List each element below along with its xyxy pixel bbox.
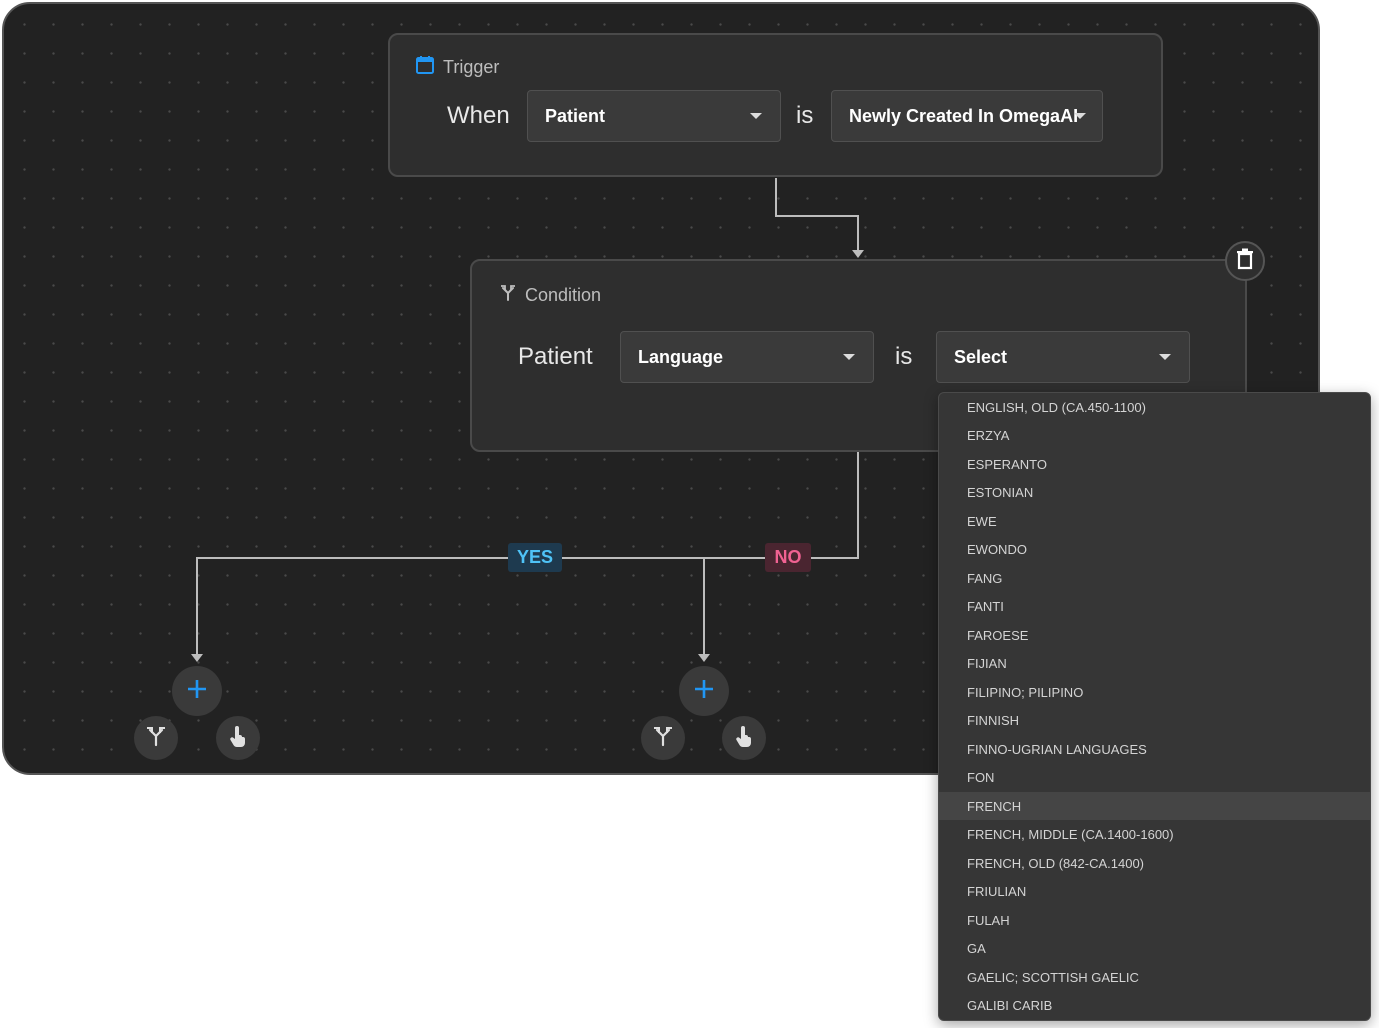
dropdown-option[interactable]: FILIPINO; PILIPINO bbox=[967, 684, 1084, 700]
condition-is-label: is bbox=[895, 343, 913, 370]
dropdown-option[interactable]: GALIBI CARIB bbox=[967, 998, 1053, 1013]
chevron-down-icon bbox=[750, 113, 762, 119]
chevron-down-icon bbox=[1074, 113, 1086, 119]
dropdown-option[interactable]: GAELIC; SCOTTISH GAELIC bbox=[967, 969, 1139, 985]
trigger-card: Trigger When Patient is Newly Created In… bbox=[388, 33, 1163, 177]
trigger-is-label: is bbox=[796, 102, 814, 129]
condition-field-value: Language bbox=[638, 346, 724, 367]
yes-add-step-button[interactable] bbox=[172, 666, 222, 716]
no-add-condition-button[interactable] bbox=[641, 716, 685, 760]
dropdown-option[interactable]: FRENCH, MIDDLE (CA.1400-1600) bbox=[967, 827, 1174, 842]
hand-pointer-icon bbox=[227, 724, 249, 753]
condition-field-select[interactable]: Language bbox=[620, 331, 874, 383]
delete-condition-button[interactable] bbox=[1225, 241, 1265, 281]
dropdown-option[interactable]: GA bbox=[967, 941, 986, 956]
trigger-entity-select[interactable]: Patient bbox=[527, 90, 781, 142]
dropdown-option[interactable]: FIJIAN bbox=[967, 656, 1007, 671]
trash-icon bbox=[1235, 248, 1255, 275]
dropdown-option[interactable]: FULAH bbox=[967, 912, 1010, 928]
dropdown-option[interactable]: ERZYA bbox=[967, 428, 1010, 443]
dropdown-option[interactable]: FRENCH bbox=[939, 792, 1370, 820]
branch-icon bbox=[652, 725, 674, 752]
plus-icon bbox=[186, 678, 208, 705]
dropdown-option[interactable]: FRENCH, OLD (842-CA.1400) bbox=[967, 855, 1144, 871]
dropdown-option[interactable]: ESTONIAN bbox=[967, 485, 1034, 500]
branch-icon bbox=[499, 284, 517, 307]
branch-icon bbox=[145, 725, 167, 752]
trigger-title: Trigger bbox=[443, 57, 500, 77]
condition-subject-label: Patient bbox=[518, 343, 593, 370]
dropdown-option[interactable]: FON bbox=[967, 770, 995, 785]
trigger-event-value: Newly Created In OmegaAI bbox=[849, 105, 1079, 126]
dropdown-option[interactable]: FAROESE bbox=[967, 627, 1029, 643]
dropdown-option[interactable]: FINNISH bbox=[967, 713, 1019, 728]
condition-header: Condition bbox=[499, 284, 601, 307]
dropdown-option[interactable]: EWONDO bbox=[967, 542, 1027, 557]
hand-pointer-icon bbox=[733, 724, 755, 753]
chevron-down-icon bbox=[1159, 354, 1171, 360]
yes-add-condition-button[interactable] bbox=[134, 716, 178, 760]
no-add-step-button[interactable] bbox=[679, 666, 729, 716]
dropdown-option[interactable]: FINNO-UGRIAN LANGUAGES bbox=[967, 741, 1147, 757]
condition-value-select[interactable]: Select bbox=[936, 331, 1190, 383]
dropdown-option[interactable]: ESPERANTO bbox=[967, 456, 1047, 472]
calendar-icon bbox=[415, 55, 435, 80]
no-add-action-button[interactable] bbox=[722, 716, 766, 760]
condition-title: Condition bbox=[525, 285, 602, 305]
trigger-entity-value: Patient bbox=[545, 105, 606, 126]
condition-value-placeholder: Select bbox=[954, 346, 1008, 367]
when-label: When bbox=[447, 102, 510, 129]
dropdown-option[interactable]: ENGLISH, OLD (CA.450-1100) bbox=[967, 399, 1146, 415]
yes-branch-tag: YES bbox=[508, 543, 562, 572]
dropdown-option[interactable]: FANG bbox=[967, 570, 1003, 586]
dropdown-option[interactable]: FANTI bbox=[967, 599, 1004, 614]
no-branch-tag: NO bbox=[765, 543, 811, 572]
chevron-down-icon bbox=[843, 354, 855, 360]
trigger-event-select[interactable]: Newly Created In OmegaAI bbox=[831, 90, 1103, 142]
yes-add-action-button[interactable] bbox=[216, 716, 260, 760]
language-dropdown-menu[interactable]: ENGLISH, OLD (CA.450-1100) ERZYA ESPERANTO… bbox=[938, 392, 1371, 1021]
dropdown-option[interactable]: EWE bbox=[967, 513, 997, 529]
plus-icon bbox=[693, 678, 715, 705]
trigger-header: Trigger bbox=[415, 55, 499, 80]
dropdown-option[interactable]: FRIULIAN bbox=[967, 884, 1027, 899]
